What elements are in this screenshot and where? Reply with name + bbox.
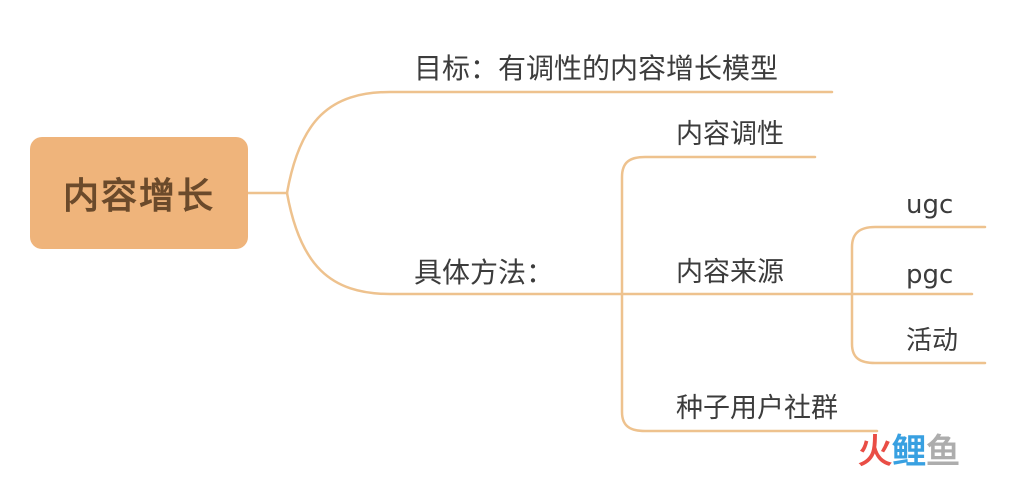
watermark-glyph-fire: 火: [858, 432, 892, 472]
connector-tone: [620, 155, 817, 296]
watermark-glyph-fish: 鱼: [926, 432, 960, 472]
seed-user-community-node[interactable]: 种子用户社群: [676, 393, 838, 424]
content-source-node[interactable]: 内容来源: [676, 257, 784, 288]
content-tone-node[interactable]: 内容调性: [676, 119, 784, 150]
root-node-label: 内容增长: [62, 176, 215, 217]
pgc-node[interactable]: pgc: [906, 260, 954, 290]
ugc-node[interactable]: ugc: [906, 190, 954, 220]
event-node[interactable]: 活动: [906, 326, 959, 356]
connector-method: [285, 191, 624, 296]
goal-node[interactable]: 目标：有调性的内容增长模型: [414, 52, 779, 85]
connector-seed: [620, 292, 879, 433]
method-node[interactable]: 具体方法：: [414, 256, 555, 289]
root-node[interactable]: 内容增长: [30, 137, 248, 249]
connector-goal: [285, 90, 834, 195]
watermark-glyph-carp: 鲤: [892, 432, 926, 472]
connector-ugc: [850, 225, 987, 296]
watermark-logo: 火 鲤 鱼: [858, 432, 960, 472]
connector-event: [850, 292, 987, 365]
